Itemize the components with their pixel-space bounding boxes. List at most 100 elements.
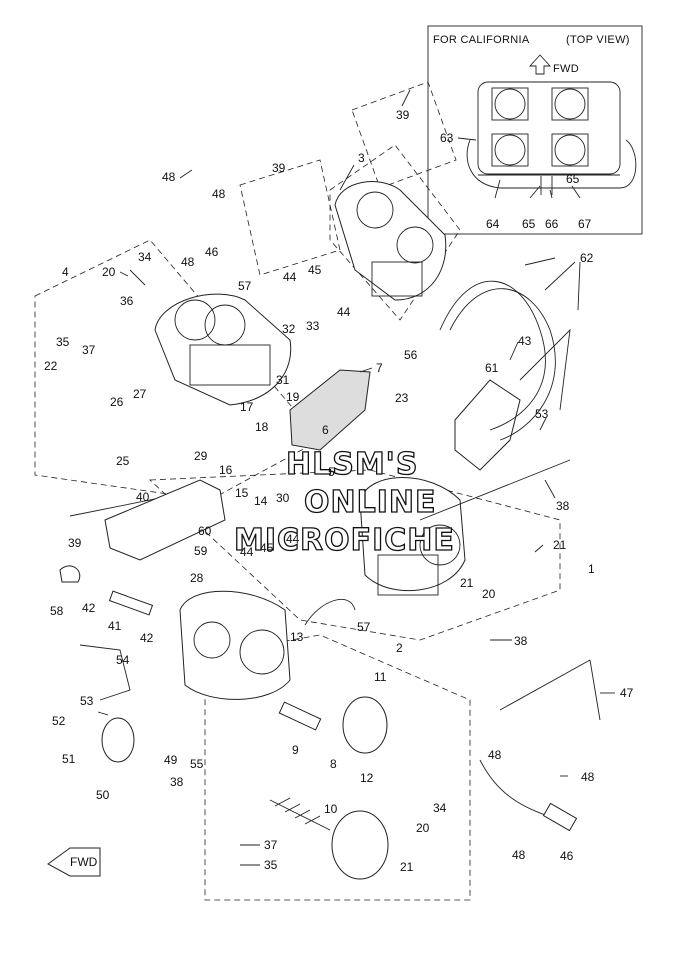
- callout-48: 48: [212, 187, 226, 201]
- inset-frame: [427, 25, 643, 235]
- callout-16: 16: [219, 463, 233, 477]
- hose-57: [304, 598, 356, 626]
- watermark-line1: HLSM'S: [286, 447, 418, 482]
- callout-49: 49: [164, 753, 178, 767]
- diaphragm-12: [342, 696, 388, 754]
- callout-33: 33: [306, 319, 320, 333]
- callout-1: 1: [588, 562, 595, 576]
- callout-20: 20: [102, 265, 116, 279]
- upper-carburetor-pair: [334, 181, 447, 301]
- callout-53: 53: [535, 407, 549, 421]
- fwd-arrow-label: FWD: [70, 855, 98, 869]
- callout-44: 44: [283, 270, 297, 284]
- callout-14: 14: [254, 494, 268, 508]
- fitting-41: [108, 590, 154, 616]
- callout-34: 34: [433, 801, 447, 815]
- assembly-outline-39-left: [239, 159, 341, 276]
- callout-10: 10: [324, 802, 338, 816]
- throttle-rod-upper: [419, 459, 571, 521]
- assembly-outline-1: [149, 469, 561, 641]
- bracket-40: [104, 479, 226, 561]
- callout-63: 63: [440, 131, 454, 145]
- callout-32: 32: [282, 322, 296, 336]
- callout-38: 38: [514, 634, 528, 648]
- callout-4: 4: [62, 265, 69, 279]
- callout-58: 58: [50, 604, 64, 618]
- callout-23: 23: [395, 391, 409, 405]
- callout-47: 47: [620, 686, 634, 700]
- callout-11: 11: [374, 670, 387, 684]
- callout-48: 48: [512, 848, 526, 862]
- lower-right-carburetor: [359, 477, 466, 596]
- callout-56: 56: [404, 348, 418, 362]
- needle-9: [278, 701, 322, 731]
- callout-39: 39: [396, 108, 410, 122]
- callout-52: 52: [52, 714, 66, 728]
- assembly-outline-2: [204, 634, 471, 901]
- callout-46: 46: [205, 245, 219, 259]
- parts-art: [59, 181, 601, 880]
- callout-54: 54: [116, 653, 130, 667]
- callout-29: 29: [194, 449, 208, 463]
- callout-5: 5: [328, 465, 335, 479]
- callout-13: 13: [290, 630, 304, 644]
- callout-7: 7: [376, 361, 383, 375]
- callout-65: 65: [522, 217, 536, 231]
- inset-title-right: (TOP VIEW): [566, 34, 630, 46]
- callout-22: 22: [44, 359, 58, 373]
- callout-44: 44: [240, 545, 254, 559]
- callout-42: 42: [140, 631, 154, 645]
- callout-9: 9: [292, 743, 299, 757]
- callout-64: 64: [486, 217, 500, 231]
- callout-31: 31: [276, 373, 290, 387]
- watermark-line3: MICROFICHE: [234, 523, 455, 558]
- callout-44: 44: [286, 532, 300, 546]
- spring-10: [269, 797, 331, 831]
- callout-65: 65: [566, 172, 580, 186]
- callout-48: 48: [181, 255, 195, 269]
- callout-59: 59: [194, 544, 208, 558]
- callout-27: 27: [133, 387, 147, 401]
- callout-61: 61: [485, 361, 499, 375]
- callout-41: 41: [108, 619, 122, 633]
- callout-55: 55: [190, 757, 204, 771]
- callout-20: 20: [482, 587, 496, 601]
- callout-67: 67: [578, 217, 592, 231]
- diaphragm-cover-plate: [289, 369, 371, 451]
- callout-38: 38: [556, 499, 570, 513]
- callout-21: 21: [400, 860, 414, 874]
- assembly-outline-4: [34, 239, 321, 501]
- callout-28: 28: [190, 571, 204, 585]
- callout-18: 18: [255, 420, 269, 434]
- callout-17: 17: [240, 400, 254, 414]
- callout-43: 43: [518, 334, 532, 348]
- throttle-cables: [439, 280, 546, 431]
- callout-50: 50: [96, 788, 110, 802]
- callout-37: 37: [82, 343, 96, 357]
- fwd-up-arrow-icon: [528, 54, 552, 75]
- callout-35: 35: [264, 858, 278, 872]
- assembly-outlines: [34, 81, 561, 901]
- callout-8: 8: [330, 757, 337, 771]
- link-arm-47: [499, 659, 591, 711]
- middle-carburetor-pair: [154, 293, 292, 406]
- california-inset: FOR CALIFORNIA (TOP VIEW) FWD: [427, 25, 643, 235]
- assembly-outline-39-upper: [351, 81, 457, 189]
- callout-35: 35: [56, 335, 70, 349]
- callout-62: 62: [580, 251, 594, 265]
- callout-20: 20: [416, 821, 430, 835]
- callout-42: 42: [82, 601, 96, 615]
- watermark-line2: ONLINE: [304, 485, 437, 520]
- inset-title-left: FOR CALIFORNIA: [433, 34, 530, 46]
- callout-46: 46: [560, 849, 574, 863]
- fwd-arrow: FWD: [47, 847, 101, 877]
- inset-fwd-label: FWD: [553, 63, 579, 75]
- lower-left-carburetor: [179, 590, 291, 700]
- clip-58: [59, 565, 81, 583]
- bracket-54: [79, 644, 131, 701]
- callout-53: 53: [80, 694, 94, 708]
- callout-19: 19: [286, 390, 300, 404]
- cover-21: [331, 810, 389, 880]
- callout-66: 66: [545, 217, 559, 231]
